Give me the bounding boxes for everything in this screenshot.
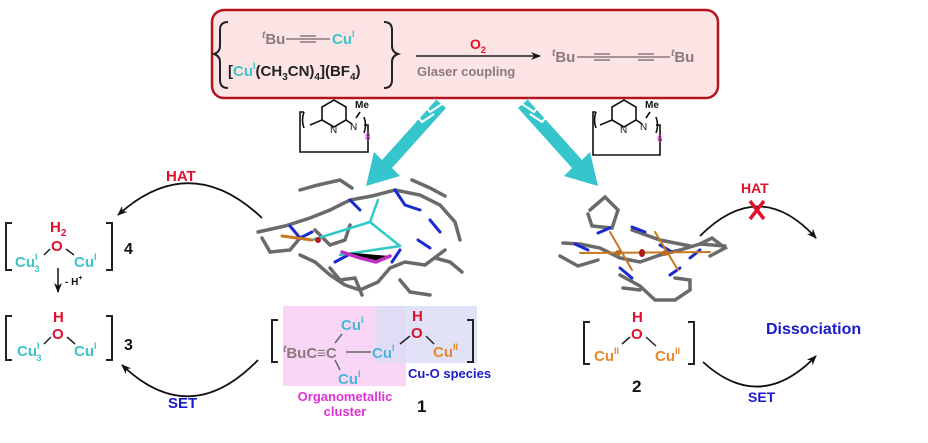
hat-label-right: HAT xyxy=(741,180,769,196)
svg-text:H: H xyxy=(53,309,64,326)
reactant-copper-salt: [CuI(CH3CN)4](BF4) xyxy=(228,61,361,83)
svg-text:4: 4 xyxy=(124,241,133,258)
svg-text:CuI: CuI xyxy=(338,369,361,388)
ligand-macrocycle-6: Me N N 6 xyxy=(592,99,663,156)
chevron-arrow-left-icon xyxy=(366,96,446,186)
svg-text:O: O xyxy=(51,238,63,255)
svg-text:CuII: CuII xyxy=(594,346,619,365)
reactant-alkynyl-copper: tBu CuI xyxy=(262,29,355,48)
svg-text:CuI: CuI xyxy=(74,252,97,271)
svg-text:N: N xyxy=(330,125,337,136)
crystal-structure-1 xyxy=(256,178,464,297)
svg-text:CuII: CuII xyxy=(655,346,680,365)
crystal-structure-2 xyxy=(558,194,729,302)
svg-text:2: 2 xyxy=(632,377,641,396)
condition-label: Glaser coupling xyxy=(417,64,515,79)
set-arrow-right xyxy=(702,355,817,388)
svg-text:Me: Me xyxy=(355,100,369,111)
svg-text:tBu: tBu xyxy=(671,48,694,66)
svg-text:CuI: CuI xyxy=(372,343,395,362)
reagent-o2: O2 xyxy=(470,36,486,55)
svg-text:tBuC≡C: tBuC≡C xyxy=(283,344,337,362)
set-label: SET xyxy=(168,395,197,412)
svg-text:H2: H2 xyxy=(50,219,67,239)
svg-text:8: 8 xyxy=(365,132,371,143)
svg-text:CuI: CuI xyxy=(332,29,355,48)
svg-text:tBu: tBu xyxy=(552,48,575,66)
right-path: HAT Dissociation SET H O CuII CuII 2 xyxy=(583,180,861,405)
cuo-region xyxy=(376,306,477,363)
organometallic-label: Organometallic xyxy=(298,389,393,404)
right-brace xyxy=(383,21,402,89)
svg-text:CuII: CuII xyxy=(433,342,458,361)
x-mark-icon xyxy=(748,199,766,221)
hat-label: HAT xyxy=(166,168,196,185)
left-brace xyxy=(210,21,229,89)
deprotonation-label: - H+ xyxy=(65,275,82,288)
svg-text:Me: Me xyxy=(645,100,659,111)
svg-text:N: N xyxy=(350,122,357,133)
svg-text:N: N xyxy=(640,122,647,133)
svg-text:N: N xyxy=(620,125,627,136)
svg-text:O: O xyxy=(52,326,64,343)
glaser-coupling-box: tBu CuI [CuI(CH3CN)4](BF4) O2 Glaser cou… xyxy=(210,8,720,100)
ligand-macrocycle-8: Me N N 8 xyxy=(299,99,371,153)
hat-arrow xyxy=(117,182,263,219)
svg-text:3: 3 xyxy=(124,337,133,354)
chevron-arrow-right-icon xyxy=(518,96,598,186)
svg-text:CuI: CuI xyxy=(74,341,97,360)
svg-text:O: O xyxy=(411,325,423,342)
compound-2: H O CuII CuII 2 xyxy=(583,309,695,396)
cuo-species-label: Cu-O species xyxy=(408,366,491,381)
compound-1: CuI tBuC≡C CuI CuI H O CuII Cu-O species… xyxy=(271,306,491,419)
svg-text:H: H xyxy=(412,308,423,325)
cluster-label: cluster xyxy=(324,404,367,419)
set-label-right: SET xyxy=(748,389,776,405)
product-diyne: tBu tBu xyxy=(552,48,694,66)
svg-text:CuI: CuI xyxy=(341,315,364,334)
svg-text:tBu: tBu xyxy=(262,30,285,48)
compound-1-number: 1 xyxy=(417,397,426,416)
dissociation-label: Dissociation xyxy=(766,321,861,338)
set-arrow xyxy=(121,359,259,398)
svg-text:O: O xyxy=(631,326,643,343)
svg-text:H: H xyxy=(632,309,643,326)
svg-text:6: 6 xyxy=(657,134,663,145)
